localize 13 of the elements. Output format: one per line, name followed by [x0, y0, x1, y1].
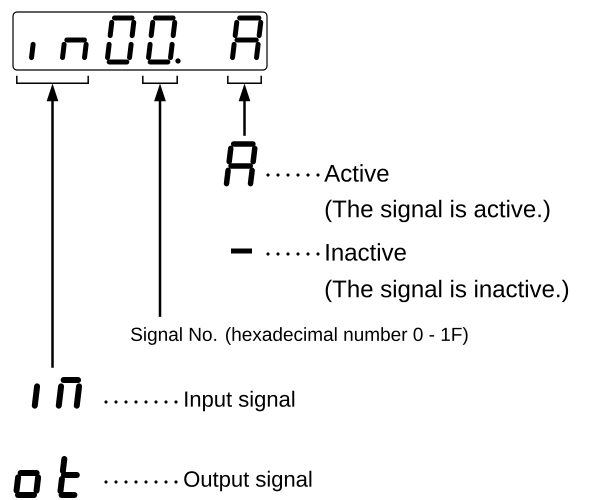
- bracket: [227, 76, 262, 84]
- bracket: [142, 76, 178, 84]
- label-text: Output signal: [184, 470, 312, 492]
- segment-glyph-drawing: [32, 377, 82, 409]
- display-drawing: [12, 11, 268, 71]
- label-text: (The signal is inactive.): [326, 280, 568, 302]
- label-text: Input signal: [185, 390, 294, 412]
- label-text: Inactive: [326, 243, 406, 261]
- segment-glyph-drawing: [224, 141, 258, 186]
- bracket: [16, 76, 89, 84]
- label-text: (The signal is active.): [326, 200, 550, 222]
- callout-text: Signal No. (hexadecimal number 0 - 1F): [131, 327, 468, 345]
- label-text: Active: [324, 164, 388, 182]
